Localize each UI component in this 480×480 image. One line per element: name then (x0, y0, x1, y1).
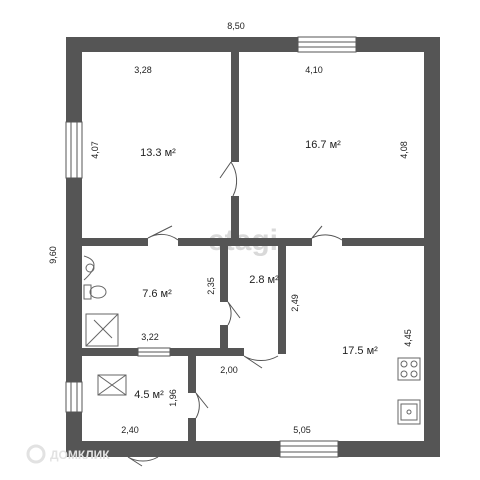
wall-bath-right-upper (220, 246, 228, 302)
toilet-icon (83, 284, 107, 300)
wall-toilet-right-lower (188, 418, 196, 441)
room-area-r2: 16.7 м² (305, 139, 341, 151)
room-area-closet: 2.8 м² (249, 274, 279, 286)
doors (127, 161, 343, 467)
wall-rooms-divider-lower (231, 196, 239, 241)
dim-toilet-width: 2,40 (121, 425, 139, 435)
brand-logo-icon (26, 444, 46, 464)
dimension-labels: 8,50 9,60 3,28 4,07 4,10 4,08 2,35 3,22 … (48, 21, 413, 435)
dim-toilet-height: 1,96 (168, 389, 178, 407)
outer-wall-bottom (66, 441, 440, 457)
wall-row1-left (82, 238, 148, 246)
window-left-toilet (65, 381, 83, 413)
window-top (297, 36, 357, 53)
door-entrance (127, 456, 159, 467)
dim-closet-height: 2,49 (290, 294, 300, 312)
washbasin-icon (83, 255, 95, 281)
room-area-toilet: 4.5 м² (134, 389, 164, 401)
windows (65, 36, 357, 458)
dim-r1-width: 3,28 (134, 65, 152, 75)
dim-r2-height: 4,08 (399, 141, 409, 159)
door-bath (227, 301, 241, 326)
room-area-living: 17.5 м² (342, 345, 378, 357)
room-area-r1: 13.3 м² (140, 147, 176, 159)
window-bottom (279, 440, 339, 458)
wall-bath-right-lower (220, 325, 228, 355)
shower-icon (85, 313, 119, 347)
footer-brand: ДОМКЛИК (26, 444, 110, 464)
dim-overall-width: 8,50 (227, 21, 245, 31)
sink-icon (397, 399, 421, 425)
dim-living-width: 5,05 (293, 425, 311, 435)
door-rooms-connect (219, 161, 238, 197)
wall-toilet-right-upper (188, 356, 196, 393)
dim-r1-height: 4,07 (90, 141, 100, 159)
brand-text: ДОМКЛИК (50, 448, 110, 462)
dim-overall-height: 9,60 (48, 246, 58, 264)
fixtures (83, 255, 421, 425)
outer-wall-right (424, 37, 440, 457)
door-room2 (311, 225, 343, 241)
door-closet (243, 355, 279, 369)
door-room1 (147, 225, 179, 241)
door-toilet (195, 392, 209, 419)
stove-icon (397, 357, 421, 381)
dim-bath-height: 2,35 (206, 277, 216, 295)
outer-wall-top (66, 37, 440, 52)
wall-rooms-divider-upper (231, 52, 239, 162)
wall-row1-mid (178, 238, 312, 246)
dim-living-height: 4,45 (403, 329, 413, 347)
dim-bath-width: 3,22 (141, 332, 159, 342)
wall-row2-left (82, 348, 138, 356)
room-area-bath: 7.6 м² (142, 288, 172, 300)
dim-r2-width: 4,10 (305, 65, 323, 75)
dim-hall-width: 2,00 (220, 365, 238, 375)
window-left-room1 (65, 121, 83, 179)
vent-icon (97, 374, 127, 396)
wall-row2-right (170, 348, 244, 356)
wall-closet-right (278, 246, 286, 354)
wall-row1-right (342, 238, 424, 246)
room-areas: 13.3 м² 16.7 м² 7.6 м² 2.8 м² 17.5 м² 4.… (134, 139, 378, 401)
